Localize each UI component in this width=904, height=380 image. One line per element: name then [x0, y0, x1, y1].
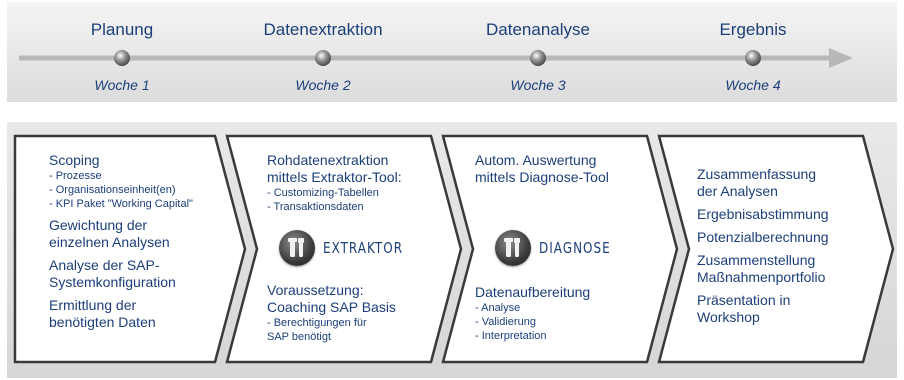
voraussetzung-item: SAP benötigt	[267, 331, 332, 343]
gewichtung-line: Gewichtung der	[49, 217, 148, 233]
scoping-item: - Prozesse	[49, 170, 102, 182]
phase-datenanalyse-label: Datenanalyse	[486, 20, 590, 39]
phase-datenextraktion-label: Datenextraktion	[263, 20, 383, 39]
milestone-3-marker	[530, 50, 546, 66]
ergebnis-item: Zusammenfassung	[697, 166, 817, 182]
datenaufbereitung-item: - Interpretation	[475, 330, 547, 342]
process-chevrons	[13, 134, 895, 364]
tools-icon	[495, 230, 531, 266]
gewichtung-line: einzelnen Analysen	[49, 234, 170, 250]
phase-ergebnis-label: Ergebnis	[719, 20, 787, 39]
datenaufbereitung-heading: Datenaufbereitung	[475, 284, 591, 300]
ergebnis-item: Potenzialberechnung	[697, 229, 829, 245]
chevron-datenextraktion	[225, 134, 463, 364]
analyse-line: Analyse der SAP-	[49, 257, 160, 273]
milestone-1-marker	[114, 50, 130, 66]
milestone-4-marker	[745, 50, 761, 66]
ergebnis-item: Maßnahmenportfolio	[697, 269, 826, 285]
week-1-label: Woche 1	[94, 77, 150, 93]
diagnose-badge: DIAGNOSE	[495, 230, 611, 266]
voraussetzung-heading: Coaching SAP Basis	[267, 299, 396, 315]
datenextraktion-content: Rohdatenextraktion mittels Extraktor-Too…	[267, 152, 402, 214]
ergebnis-content: Zusammenfassung der Analysen Ergebnisabs…	[697, 166, 829, 326]
scoping-heading: Scoping	[49, 152, 100, 168]
ermittlung-line: Ermittlung der	[49, 297, 137, 313]
rohdaten-heading: mittels Extraktor-Tool:	[267, 169, 402, 185]
ergebnis-item: Präsentation in	[697, 292, 791, 308]
auswertung-heading: mittels Diagnose-Tool	[475, 169, 609, 185]
tools-icon	[279, 230, 315, 266]
ergebnis-item: Workshop	[697, 309, 760, 325]
ergebnis-item: Ergebnisabstimmung	[697, 206, 829, 222]
diagnose-label: DIAGNOSE	[539, 239, 611, 257]
datenaufbereitung-content: Datenaufbereitung - Analyse - Validierun…	[475, 284, 590, 343]
ergebnis-item: der Analysen	[697, 183, 778, 199]
rohdaten-item: - Customizing-Tabellen	[267, 187, 379, 199]
auswertung-heading: Autom. Auswertung	[475, 152, 597, 168]
voraussetzung-item: - Berechtigungen für	[267, 317, 367, 329]
rohdaten-heading: Rohdatenextraktion	[267, 152, 389, 168]
scoping-item: - Organisationseinheit(en)	[49, 184, 176, 196]
week-2-label: Woche 2	[295, 77, 351, 93]
timeline-axis	[19, 48, 853, 68]
voraussetzung-heading: Voraussetzung:	[267, 282, 364, 298]
rohdaten-item: - Transaktionsdaten	[267, 201, 364, 213]
phase-planung-label: Planung	[90, 20, 154, 39]
ermittlung-line: benötigten Daten	[49, 314, 156, 330]
extraktor-label: EXTRAKTOR	[323, 239, 404, 257]
milestone-2-marker	[315, 50, 331, 66]
datenaufbereitung-item: - Validierung	[475, 316, 536, 328]
chevron-datenanalyse	[441, 134, 679, 364]
ergebnis-item: Zusammenstellung	[697, 252, 816, 268]
planung-content: Scoping - Prozesse - Organisationseinhei…	[49, 152, 193, 331]
voraussetzung-content: Voraussetzung: Coaching SAP Basis - Bere…	[267, 282, 396, 344]
chevron-planung	[13, 134, 247, 364]
week-4-label: Woche 4	[725, 77, 781, 93]
scoping-item: - KPI Paket "Working Capital"	[49, 198, 193, 210]
datenanalyse-content: Autom. Auswertung mittels Diagnose-Tool	[475, 152, 609, 186]
process-panel: Scoping - Prozesse - Organisationseinhei…	[7, 122, 897, 378]
timeline-arrowhead	[829, 48, 853, 68]
datenaufbereitung-item: - Analyse	[475, 302, 521, 314]
week-3-label: Woche 3	[510, 77, 566, 93]
timeline-band: Planung Datenextraktion Datenanalyse Erg…	[7, 2, 897, 102]
chevron-ergebnis	[657, 134, 895, 364]
analyse-line: Systemkonfiguration	[49, 274, 176, 290]
extraktor-badge: EXTRAKTOR	[279, 230, 403, 266]
